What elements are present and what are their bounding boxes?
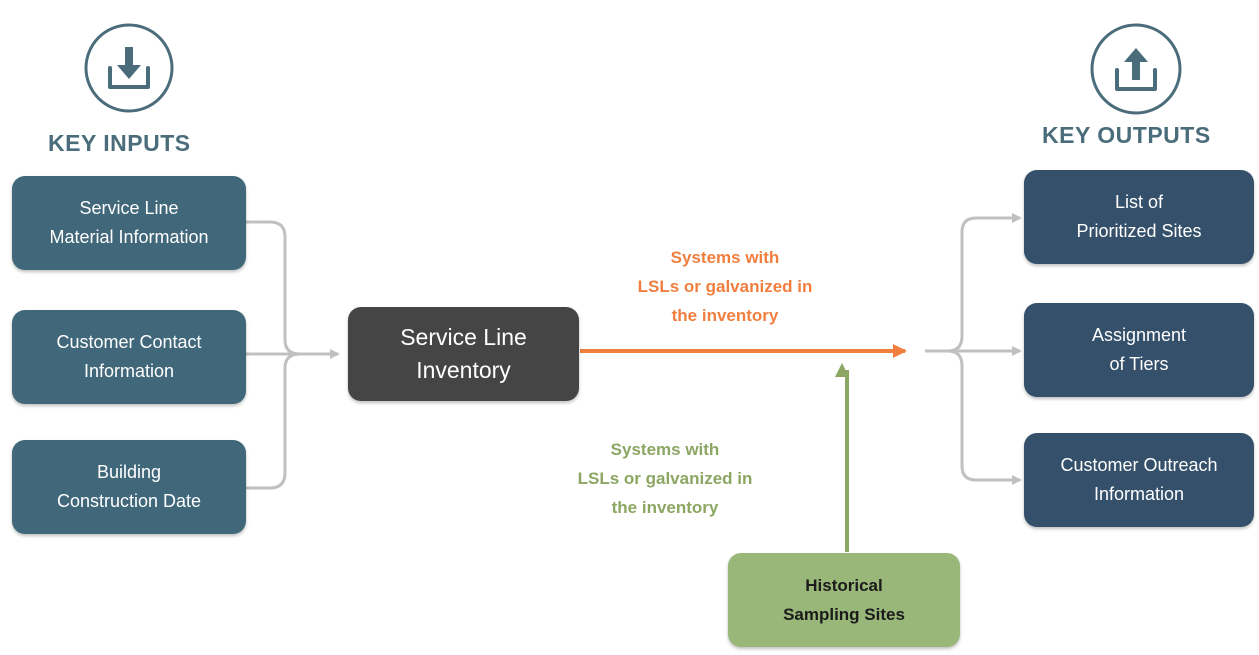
input-bracket-line xyxy=(246,352,301,490)
orange-note: Systems with LSLs or galvanized in the i… xyxy=(637,248,813,325)
input-bracket-line xyxy=(246,220,340,359)
input-material-info: Service Line Material Information xyxy=(12,176,246,270)
green-note: Systems with LSLs or galvanized in the i… xyxy=(577,440,753,517)
input-construction-date: Building Construction Date xyxy=(12,440,246,534)
outputs-heading: KEY OUTPUTS xyxy=(1042,122,1211,148)
output-customer-outreach: Customer Outreach Information xyxy=(1024,433,1254,527)
output-assignment-tiers: Assignment of Tiers xyxy=(1024,303,1254,397)
download-icon xyxy=(83,22,175,119)
service-line-inventory: Service Line Inventory xyxy=(348,307,579,401)
upload-icon xyxy=(1089,22,1183,121)
output-bracket-line xyxy=(947,349,1022,485)
input-customer-contact: Customer Contact Information xyxy=(12,310,246,404)
output-bracket-line xyxy=(925,213,1022,353)
output-prioritized-sites: List of Prioritized Sites xyxy=(1024,170,1254,264)
historical-sampling-sites: Historical Sampling Sites xyxy=(728,553,960,647)
inputs-heading: KEY INPUTS xyxy=(48,130,191,156)
